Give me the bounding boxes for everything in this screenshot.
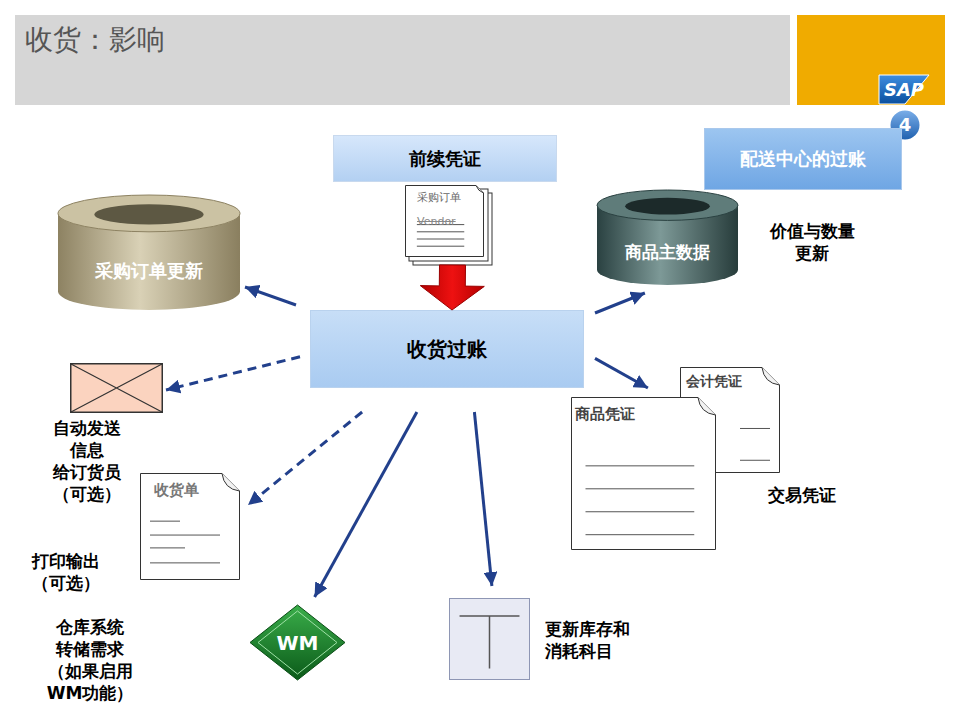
- text-area: 采购订单更新: [58, 195, 240, 310]
- title-band: [15, 15, 790, 105]
- text-line: [417, 246, 464, 247]
- node-text: 商品主数据: [625, 241, 710, 263]
- text-area: WM: [250, 605, 345, 680]
- page-fold: [222, 474, 240, 492]
- text-line: [586, 534, 695, 535]
- node-text: 收货过账: [407, 336, 487, 362]
- page-outline: [141, 474, 240, 580]
- node-text: Vendor: [417, 215, 456, 229]
- gr-posting-box: 收货过账: [310, 310, 584, 388]
- annotation: 打印输出 （可选）: [22, 550, 110, 594]
- node-text: WM: [277, 630, 319, 656]
- node-text: 前续凭证: [409, 147, 481, 170]
- text-line: [740, 460, 770, 461]
- optional-arrow: [248, 412, 362, 505]
- article-master-cylinder: 商品主数据: [597, 190, 738, 285]
- node-text: 配送中心的过账: [740, 147, 866, 170]
- gr-slip-document: 收货单: [140, 473, 240, 580]
- text-area: 收货单: [140, 473, 240, 580]
- text-line: [586, 488, 695, 489]
- page-outline: [406, 186, 484, 257]
- optional-arrow: [166, 357, 300, 390]
- effect-arrow: [245, 287, 296, 305]
- brand-block: [797, 15, 945, 105]
- diamond-bevel: [258, 611, 337, 674]
- node-text: 自动发送 信息 给订货员 （可选）: [44, 417, 130, 505]
- node-text: 采购订单更新: [95, 259, 203, 282]
- envelope-body: [71, 364, 163, 413]
- text-area: 前续凭证: [334, 136, 556, 181]
- article-master-cylinder-outline: [597, 190, 738, 285]
- node-text: 会计凭证: [686, 372, 742, 390]
- purchase-order-icon: 采购订单 Vendor: [405, 185, 492, 265]
- text-area: 更新库存和 消耗科目: [449, 598, 530, 680]
- wm-diamond: WM: [250, 605, 345, 680]
- text-area: 商品主数据: [597, 190, 738, 285]
- t-account-lines: [460, 616, 520, 668]
- page-fold: [762, 368, 780, 386]
- logo-shape: [879, 75, 929, 104]
- text-line: [586, 465, 695, 466]
- cylinder-hole: [625, 198, 710, 215]
- cylinder-hole: [94, 204, 203, 224]
- node-text: 采购订单: [417, 191, 461, 205]
- t-account-box: 更新库存和 消耗科目: [449, 598, 530, 680]
- node-text: 商品凭证: [575, 405, 635, 425]
- effect-arrow: [474, 412, 492, 586]
- text-line: [150, 547, 185, 548]
- cylinder-top: [58, 195, 240, 232]
- text-line: [150, 535, 220, 536]
- annotation: 交易凭证: [752, 484, 852, 506]
- effect-arrow: [595, 293, 645, 313]
- text-area: 自动发送 信息 给订货员 （可选）: [70, 363, 163, 413]
- text-area: 商品凭证: [571, 397, 716, 550]
- page-outline: [572, 398, 716, 550]
- text-line: [740, 428, 770, 429]
- cylinder-top: [597, 190, 738, 220]
- material-document: 商品凭证: [571, 397, 716, 550]
- page-fold: [476, 186, 484, 194]
- text-line: [150, 562, 220, 563]
- text-area: 采购订单 Vendor: [405, 185, 492, 265]
- po-update-cylinder-outline: [58, 195, 240, 310]
- envelope-flap: [71, 364, 162, 412]
- text-line: [417, 239, 464, 240]
- page-fold: [698, 398, 716, 416]
- text-area: 收货过账: [311, 311, 583, 387]
- message-envelope: 自动发送 信息 给订货员 （可选）: [70, 363, 163, 413]
- logo-text: SAP: [879, 78, 929, 101]
- dc-posting-box: 配送中心的过账: [704, 128, 902, 190]
- effect-arrow: [315, 412, 417, 597]
- t-account-box-outline: [449, 598, 530, 680]
- annotation: 价值与数量 更新: [757, 220, 867, 264]
- text-line: [417, 231, 464, 232]
- flow-arrow: [420, 265, 484, 310]
- t-box-frame: [450, 599, 530, 680]
- source-document-box: 前续凭证: [333, 135, 557, 182]
- text-area: 配送中心的过账: [705, 129, 901, 189]
- slide-title: 收货：影响: [25, 22, 165, 58]
- diamond-face: [250, 605, 345, 680]
- node-text: 收货单: [154, 481, 199, 501]
- text-line: [586, 511, 695, 512]
- po-update-cylinder: 采购订单更新: [58, 195, 240, 310]
- effect-arrow: [595, 358, 648, 388]
- message-envelope-outline: [70, 363, 163, 413]
- node-text: 更新库存和 消耗科目: [545, 618, 657, 662]
- annotation: 仓库系统 转储需求 （如果启用 WM功能）: [36, 616, 144, 704]
- text-line: [150, 521, 180, 522]
